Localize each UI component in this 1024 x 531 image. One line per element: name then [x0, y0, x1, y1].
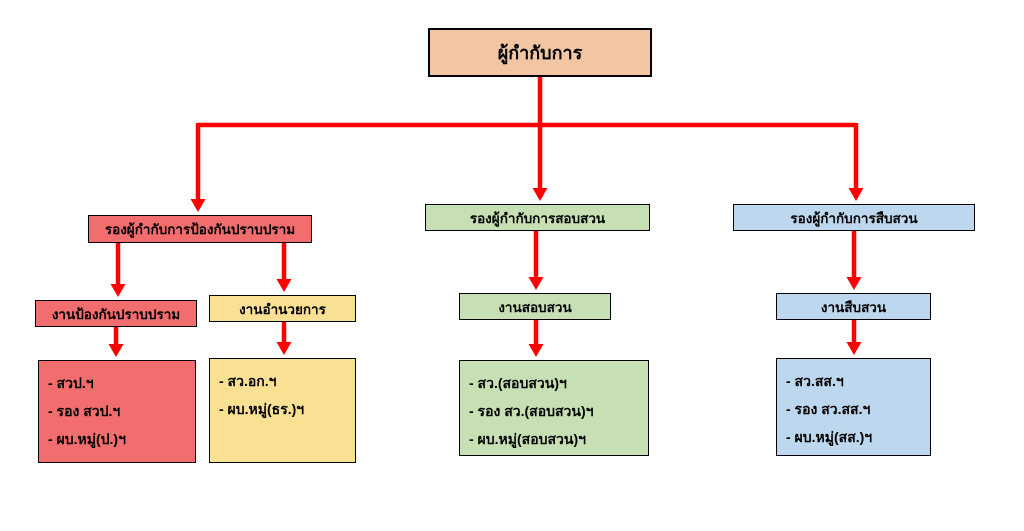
org-box-superintendent: ผู้กำกับการ: [428, 28, 652, 77]
org-box-deputy-interrogation: รองผู้กำกับการสอบสวน: [425, 204, 650, 231]
staff-item: - รอง สว.สส.ฯ: [786, 401, 871, 417]
staff-item: - ผบ.หมู่(สอบสวน)ฯ: [469, 431, 586, 447]
org-box-deputy-investigation: รองผู้กำกับการสืบสวน: [733, 204, 975, 231]
org-box-unit-prevention-suppression: งานป้องกันปราบปราม: [35, 300, 197, 327]
staff-list-administration: - สว.อก.ฯ - ผบ.หมู่(ธร.)ฯ: [209, 358, 356, 463]
staff-item: - ผบ.หมู่(ธร.)ฯ: [219, 401, 305, 417]
org-box-unit-interrogation: งานสอบสวน: [459, 293, 611, 320]
staff-item: - สว.สส.ฯ: [786, 373, 844, 389]
staff-item: - สวป.ฯ: [48, 375, 94, 391]
org-box-unit-administration: งานอำนวยการ: [209, 295, 356, 322]
org-box-deputy-prevention-suppression: รองผู้กำกับการป้องกันปราบปราม: [88, 215, 312, 243]
staff-list-investigation: - สว.สส.ฯ - รอง สว.สส.ฯ - ผบ.หมู่(สส.)ฯ: [776, 358, 931, 456]
staff-item: - รอง สว.(สอบสวน)ฯ: [469, 403, 594, 419]
staff-list-interrogation: - สว.(สอบสวน)ฯ - รอง สว.(สอบสวน)ฯ - ผบ.ห…: [459, 360, 649, 456]
staff-item: - ผบ.หมู่(สส.)ฯ: [786, 429, 873, 445]
staff-list-prevention-suppression: - สวป.ฯ - รอง สวป.ฯ - ผบ.หมู่(ป.)ฯ: [38, 360, 196, 463]
staff-item: - รอง สวป.ฯ: [48, 403, 121, 419]
staff-item: - ผบ.หมู่(ป.)ฯ: [48, 431, 126, 447]
staff-item: - สว.อก.ฯ: [219, 373, 277, 389]
org-box-unit-investigation: งานสืบสวน: [776, 293, 931, 320]
staff-item: - สว.(สอบสวน)ฯ: [469, 375, 567, 391]
